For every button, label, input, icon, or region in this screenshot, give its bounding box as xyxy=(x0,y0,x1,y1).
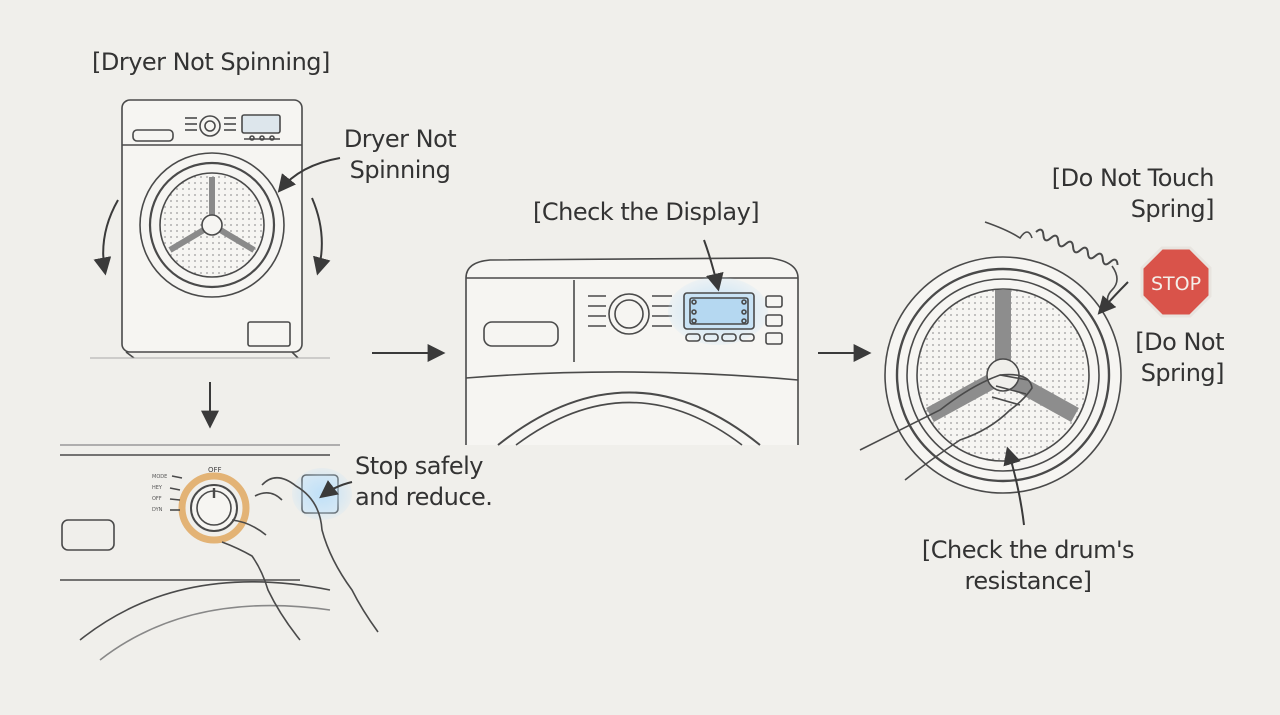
svg-text:DYN: DYN xyxy=(152,507,163,513)
callout-check-drum-resistance: [Check the drum's resistance] xyxy=(921,536,1135,595)
callout-check-display: [Check the Display] xyxy=(533,198,760,226)
svg-text:MODE: MODE xyxy=(152,474,167,480)
callout-arrow-drum xyxy=(1003,446,1025,526)
svg-text:OFF: OFF xyxy=(152,496,162,502)
callout-dryer-not-spinning: Dryer Not Spinning xyxy=(343,125,457,184)
drum-closeup xyxy=(859,221,1122,494)
dial-mode-labels: MODE HEY OFF DYN xyxy=(152,474,167,513)
callout-arrow-display xyxy=(703,239,724,292)
dryer-front-view xyxy=(90,99,330,359)
control-dial-closeup xyxy=(60,444,379,661)
callout-do-not-spring: [Do Not Spring] xyxy=(1135,328,1224,387)
callout-stop-safely: Stop safely and reduce. xyxy=(355,452,493,511)
title-dryer-not-spinning: [Dryer Not Spinning] xyxy=(92,48,330,76)
svg-text:HEY: HEY xyxy=(152,485,163,491)
callout-arrow-spring xyxy=(1097,281,1129,315)
rotation-arrow-right xyxy=(311,197,331,276)
rotation-arrow-left xyxy=(93,199,119,276)
dryer-control-panel-view xyxy=(465,257,799,446)
stop-sign-text: STOP xyxy=(1151,273,1201,295)
stop-sign-icon: STOP xyxy=(1140,246,1212,318)
dial-off-label: OFF xyxy=(208,466,222,474)
callout-do-not-touch-spring: [Do Not Touch Spring] xyxy=(1051,164,1215,223)
callout-arrow-dryer xyxy=(277,157,341,193)
callout-arrow-stop xyxy=(319,480,353,499)
